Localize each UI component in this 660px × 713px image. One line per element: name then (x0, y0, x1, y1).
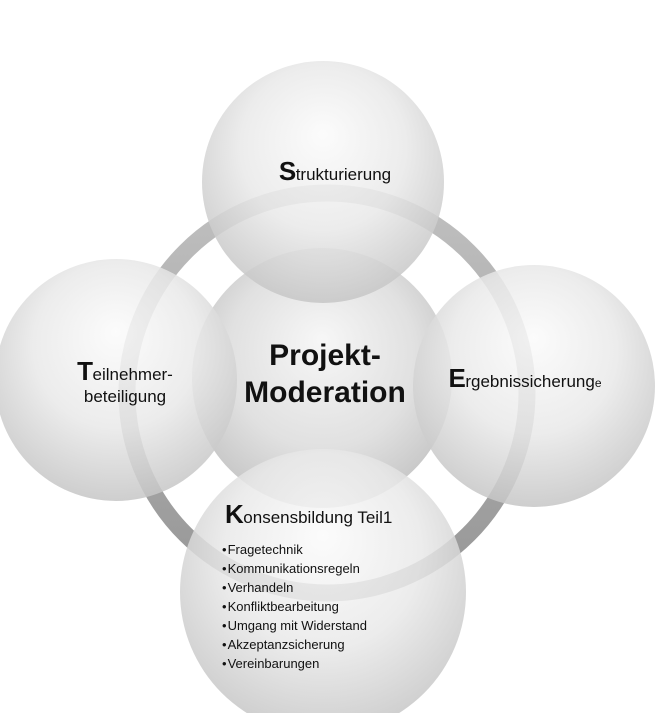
list-item: Akzeptanzsicherung (222, 635, 460, 654)
center-label-line2: Moderation (244, 375, 406, 409)
list-item: Konfliktbearbeitung (222, 597, 460, 616)
top-circle (202, 61, 444, 303)
left-circle (0, 259, 237, 501)
konsensbildung-rest: onsensbildung Teil1 (243, 508, 393, 527)
teilnehmerbeteiligung-rest: eilnehmer- (92, 365, 173, 384)
list-item: Umgang mit Widerstand (222, 616, 460, 635)
ergebnissicherung-trailing: e (594, 376, 602, 390)
center-label-line1: Projekt- (269, 339, 381, 372)
teilnehmerbeteiligung-line2: beteiligung (83, 387, 167, 407)
list-item: Verhandeln (222, 578, 460, 597)
right-circle (413, 265, 655, 507)
strukturierung-initial: S (278, 156, 296, 186)
list-item: Fragetechnik (222, 540, 460, 559)
konsensbildung-label: Konsensbildung Teil1 Fragetechnik Kommun… (200, 499, 460, 673)
list-item: Vereinbarungen (222, 654, 460, 673)
ergebnissicherung-label: Ergebnissicherunge (405, 363, 645, 394)
konsensbildung-initial: K (225, 499, 244, 529)
strukturierung-label: Strukturierung (215, 156, 455, 187)
teilnehmerbeteiligung-initial: T (77, 356, 93, 386)
ergebnissicherung-initial: E (448, 363, 466, 393)
list-item: Kommunikationsregeln (222, 559, 460, 578)
konsensbildung-list: Fragetechnik Kommunikationsregeln Verhan… (222, 540, 460, 673)
teilnehmerbeteiligung-label: Teilnehmer- beteiligung (30, 356, 220, 408)
center-label: Projekt- Moderation (200, 338, 450, 411)
konsensbildung-heading: Konsensbildung Teil1 (225, 499, 460, 530)
center-circle (192, 248, 452, 508)
ergebnissicherung-rest: rgebnissicherung (465, 372, 595, 391)
strukturierung-rest: trukturierung (295, 165, 392, 184)
